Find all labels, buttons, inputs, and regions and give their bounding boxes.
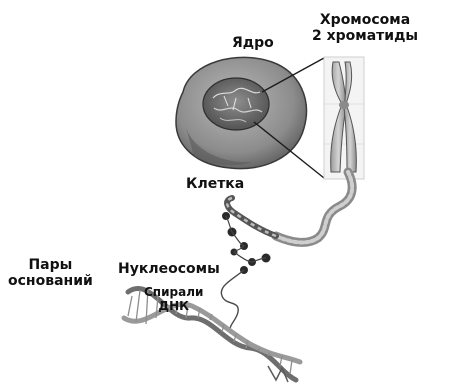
- chromosome-label-line1: Хромосома: [312, 12, 418, 28]
- base-pairs-label-line1: Пары: [8, 257, 93, 273]
- cell-label: Клетка: [186, 176, 244, 192]
- nucleosomes-label: Нуклеосомы: [118, 261, 220, 277]
- base-pairs-label: Пары оснований: [8, 257, 93, 289]
- nucleus: [203, 78, 269, 130]
- dna-helix-label-line2: ДНК: [144, 300, 203, 314]
- base-pairs-label-line2: оснований: [8, 273, 93, 289]
- chromosome-label: Хромосома 2 хроматиды: [312, 12, 418, 44]
- dna-helix-label-line1: Спирали: [144, 286, 203, 300]
- nucleus-label: Ядро: [232, 35, 274, 51]
- chromatin-fiber: [227, 172, 352, 242]
- chromosome-label-line2: 2 хроматиды: [312, 28, 418, 44]
- dna-helix-label: Спирали ДНК: [144, 286, 203, 314]
